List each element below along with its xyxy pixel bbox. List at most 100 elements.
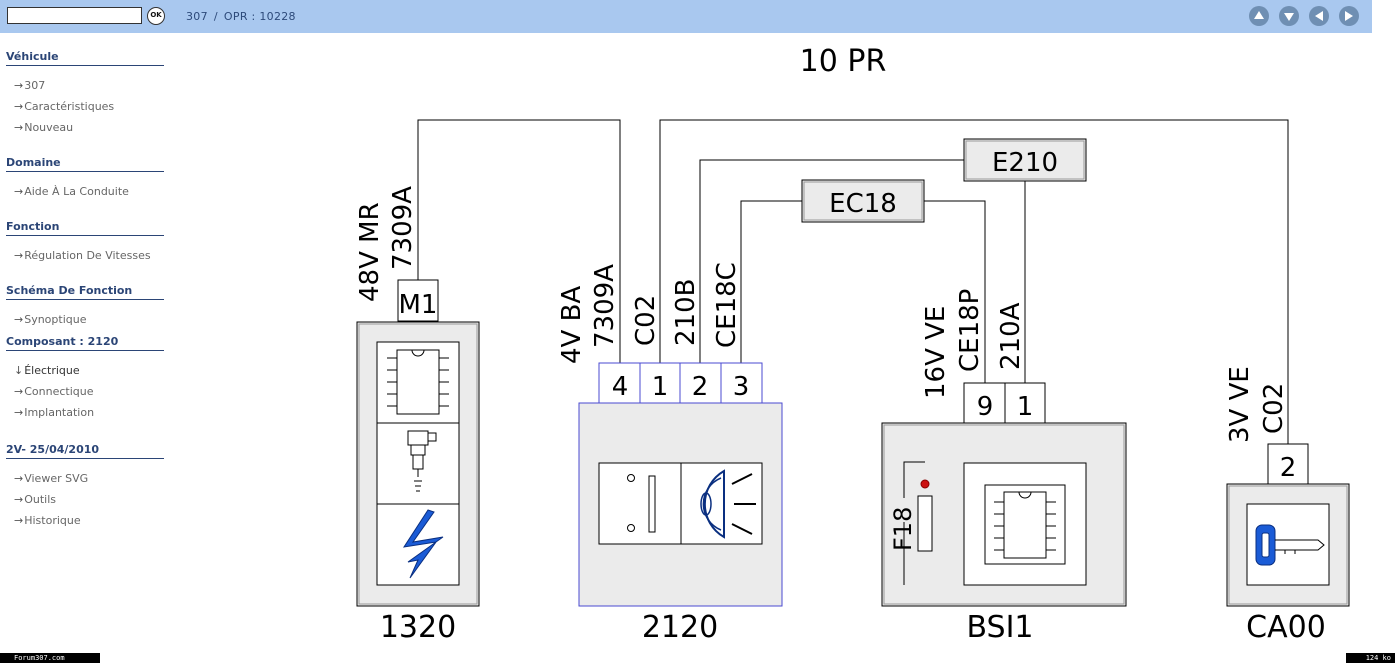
arrow-right-icon: → bbox=[14, 385, 24, 398]
breadcrumb-model[interactable]: 307 bbox=[186, 10, 208, 23]
search-input[interactable] bbox=[7, 7, 142, 24]
arrow-right-icon[interactable] bbox=[1339, 6, 1359, 26]
sidebar-item-label: Outils bbox=[24, 493, 57, 506]
section-title-domaine: Domaine bbox=[6, 156, 164, 172]
splice-e210[interactable]: E210 bbox=[963, 138, 1087, 182]
wiring-diagram: 10 PR E210 EC18 48V MR 7309A 4V BA 7309A… bbox=[175, 33, 1372, 645]
arrow-right-icon: → bbox=[14, 121, 24, 134]
arrow-right-icon: → bbox=[14, 185, 24, 198]
arrow-right-icon: → bbox=[14, 406, 24, 419]
pin-1: 1 bbox=[1017, 392, 1034, 422]
component-bsi1[interactable]: 9 1 F18 BSI1 bbox=[881, 382, 1127, 645]
top-toolbar: OK 307 / OPR : 10228 bbox=[0, 0, 1372, 33]
sidebar-item-label: Historique bbox=[24, 514, 81, 527]
wire-label-16v-ve: 16V VE bbox=[921, 306, 951, 399]
sidebar-item-307[interactable]: →307 bbox=[14, 79, 45, 92]
lightning-icon bbox=[402, 509, 444, 579]
wire-label-48v-mr: 48V MR bbox=[355, 202, 385, 302]
wire-label-7309a: 7309A bbox=[388, 186, 418, 270]
wire-label-7309a-2: 7309A bbox=[590, 264, 620, 348]
arrow-down-icon[interactable] bbox=[1279, 6, 1299, 26]
arrow-left-icon[interactable] bbox=[1309, 6, 1329, 26]
arrow-right-icon: → bbox=[14, 100, 24, 113]
sidebar-item-label: Électrique bbox=[24, 364, 80, 377]
wire-label-c02: C02 bbox=[631, 295, 661, 346]
arrow-right-icon: → bbox=[14, 313, 24, 326]
arrow-right-icon: → bbox=[14, 514, 24, 527]
pin-1: 1 bbox=[652, 372, 669, 402]
section-title-schema: Schéma De Fonction bbox=[6, 284, 164, 300]
sidebar-item-label: Synoptique bbox=[24, 313, 87, 326]
component-ca00[interactable]: 2 CA00 bbox=[1226, 443, 1350, 645]
arrow-right-icon: → bbox=[14, 249, 24, 262]
arrow-right-icon: → bbox=[14, 472, 24, 485]
arrow-right-icon: → bbox=[14, 79, 24, 92]
footer-site: Forum307.com bbox=[0, 653, 100, 663]
fuse-f18-label: F18 bbox=[889, 507, 917, 551]
diagram-title: 10 PR bbox=[800, 44, 887, 79]
connector-m1-label: M1 bbox=[399, 290, 438, 320]
sidebar-item-label: Connectique bbox=[24, 385, 94, 398]
pin-9: 9 bbox=[977, 392, 994, 422]
component-ca00-label: CA00 bbox=[1246, 610, 1326, 643]
footer-size: 124 ko bbox=[1346, 653, 1395, 663]
section-title-fonction: Fonction bbox=[6, 220, 164, 236]
sidebar-item-historique[interactable]: →Historique bbox=[14, 514, 81, 527]
scrollbar-area bbox=[1372, 0, 1395, 663]
sidebar-item-implantation[interactable]: →Implantation bbox=[14, 406, 94, 419]
breadcrumb-separator: / bbox=[213, 10, 218, 23]
sidebar-item-label: Caractéristiques bbox=[24, 100, 115, 113]
component-1320-label: 1320 bbox=[380, 610, 456, 643]
sidebar-item-outils[interactable]: →Outils bbox=[14, 493, 56, 506]
wire-label-ce18p: CE18P bbox=[955, 289, 985, 372]
sidebar-item-synoptique[interactable]: →Synoptique bbox=[14, 313, 87, 326]
breadcrumb-opr: OPR : 10228 bbox=[223, 10, 296, 23]
section-title-composant: Composant : 2120 bbox=[6, 335, 164, 351]
sidebar-item-nouveau[interactable]: →Nouveau bbox=[14, 121, 73, 134]
chip-icon bbox=[963, 462, 1087, 586]
arrow-right-icon: → bbox=[14, 493, 24, 506]
pin-4: 4 bbox=[612, 372, 629, 402]
component-2120[interactable]: 4 1 2 3 2120 bbox=[578, 362, 783, 645]
wire-label-3v-ve: 3V VE bbox=[1225, 366, 1255, 443]
sidebar-item-label: Nouveau bbox=[24, 121, 74, 134]
key-icon bbox=[1246, 503, 1330, 586]
section-title-version: 2V- 25/04/2010 bbox=[6, 443, 164, 459]
splice-e210-label: E210 bbox=[992, 148, 1058, 178]
headlight-icon bbox=[680, 462, 763, 545]
splice-ec18-label: EC18 bbox=[829, 189, 897, 219]
section-title-vehicule: Véhicule bbox=[6, 50, 164, 66]
wire-label-c02-2: C02 bbox=[1259, 383, 1289, 434]
component-1320[interactable]: M1 1320 bbox=[356, 279, 480, 645]
wire-label-210b: 210B bbox=[671, 279, 701, 346]
pin-2: 2 bbox=[692, 372, 709, 402]
component-bsi1-label: BSI1 bbox=[966, 610, 1033, 643]
splice-ec18[interactable]: EC18 bbox=[801, 179, 925, 223]
sidebar: Véhicule →307 →Caractéristiques →Nouveau… bbox=[0, 33, 175, 643]
switch-icon bbox=[598, 462, 682, 545]
sidebar-item-electrique[interactable]: ↓Électrique bbox=[14, 364, 80, 377]
wire-label-ce18c: CE18C bbox=[712, 262, 742, 348]
wire-label-210a: 210A bbox=[996, 302, 1026, 370]
component-2120-label: 2120 bbox=[642, 610, 718, 643]
sidebar-item-regulation[interactable]: →Régulation De Vitesses bbox=[14, 249, 151, 262]
sidebar-item-aide-conduite[interactable]: →Aide À La Conduite bbox=[14, 185, 129, 198]
arrow-down-icon: ↓ bbox=[14, 364, 24, 377]
breadcrumb: 307 / OPR : 10228 bbox=[186, 10, 296, 23]
sidebar-item-label: 307 bbox=[24, 79, 46, 92]
sidebar-item-caracteristiques[interactable]: →Caractéristiques bbox=[14, 100, 114, 113]
sidebar-item-label: Aide À La Conduite bbox=[24, 185, 129, 198]
pin-3: 3 bbox=[733, 372, 750, 402]
sidebar-item-label: Régulation De Vitesses bbox=[24, 249, 151, 262]
sensor-icon bbox=[407, 430, 437, 492]
sidebar-item-label: Implantation bbox=[24, 406, 95, 419]
sidebar-item-label: Viewer SVG bbox=[24, 472, 89, 485]
arrow-up-icon[interactable] bbox=[1249, 6, 1269, 26]
ok-button[interactable]: OK bbox=[147, 7, 165, 25]
chip-icon bbox=[387, 349, 449, 415]
wire-label-4v-ba: 4V BA bbox=[557, 286, 587, 364]
sidebar-item-connectique[interactable]: →Connectique bbox=[14, 385, 93, 398]
pin-2: 2 bbox=[1280, 453, 1297, 483]
fuse-f18: F18 bbox=[889, 461, 933, 585]
sidebar-item-viewer-svg[interactable]: →Viewer SVG bbox=[14, 472, 88, 485]
